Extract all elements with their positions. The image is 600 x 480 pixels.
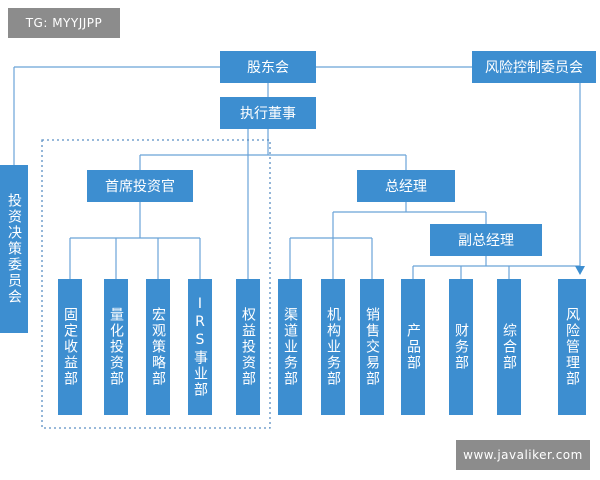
shareholders-node: 股东会: [220, 51, 316, 83]
channel-dept: 渠道业务部: [278, 279, 302, 415]
investment-committee-node: 投资决策委员会: [0, 165, 28, 333]
product-dept: 产品部: [401, 279, 425, 415]
watermark-top: TG: MYYJJPP: [8, 8, 120, 38]
institutional-dept: 机构业务部: [321, 279, 345, 415]
equity-dept: 权益投资部: [236, 279, 260, 415]
macro-dept: 宏观策略部: [146, 279, 170, 415]
irs-dept: IRS事业部: [188, 279, 212, 415]
quant-dept: 量化投资部: [104, 279, 128, 415]
sales-trading-dept: 销售交易部: [360, 279, 384, 415]
watermark-bottom: www.javaliker.com: [456, 440, 590, 470]
fixed-income-dept: 固定收益部: [58, 279, 82, 415]
cio-node: 首席投资官: [87, 170, 193, 202]
risk-committee-node: 风险控制委员会: [472, 51, 596, 83]
deputy-gm-node: 副总经理: [430, 224, 542, 256]
risk-mgmt-dept: 风险管理部: [558, 279, 586, 415]
executive-board-node: 执行董事: [220, 97, 316, 129]
general-dept: 综合部: [497, 279, 521, 415]
finance-dept: 财务部: [449, 279, 473, 415]
gm-node: 总经理: [357, 170, 455, 202]
